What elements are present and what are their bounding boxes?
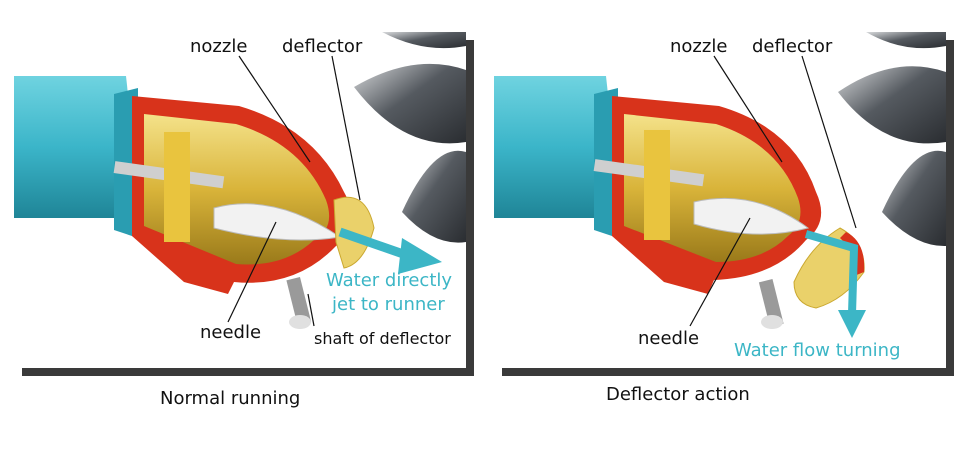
water-turn-arrow: [804, 230, 859, 315]
needle-guide: [644, 130, 670, 240]
label-deflector: deflector: [282, 36, 363, 57]
leader-shaft: [307, 293, 315, 327]
runner-bucket-3: [402, 150, 466, 243]
left-diagram: nozzle deflector needle shaft of deflect…: [14, 32, 466, 348]
runner-bucket-2: [354, 63, 466, 144]
caption-left: Normal running: [160, 388, 301, 409]
right-panel: nozzle deflector needle Water flow turni…: [494, 32, 946, 368]
water-jet-arrowhead: [398, 238, 442, 274]
leader-nozzle: [238, 55, 311, 163]
leader-needle: [689, 217, 751, 327]
runner-bucket-3: [882, 150, 946, 247]
water-jet-arrow: [338, 227, 411, 261]
label-needle: needle: [200, 322, 261, 343]
leader-deflector: [801, 55, 857, 229]
deflector-shaft: [758, 278, 784, 327]
leader-nozzle: [713, 55, 783, 163]
left-panel: nozzle deflector needle shaft of deflect…: [14, 32, 466, 368]
label-nozzle: nozzle: [190, 36, 247, 57]
deflector-shaft: [286, 277, 312, 326]
runner-bucket-1: [382, 32, 466, 49]
label-deflector: deflector: [752, 36, 833, 57]
needle-spear: [693, 197, 810, 235]
right-diagram: nozzle deflector needle Water flow turni…: [494, 32, 946, 361]
leader-deflector: [331, 55, 361, 201]
label-flow-line1: Water directly: [326, 270, 452, 291]
label-flow: Water flow turning: [734, 340, 901, 361]
leader-needle: [227, 221, 277, 323]
label-shaft: shaft of deflector: [314, 329, 451, 348]
penstock-pipe: [14, 76, 130, 218]
runner-bucket-1: [866, 32, 946, 49]
runner-bucket-2: [838, 66, 946, 144]
label-needle: needle: [638, 328, 699, 349]
label-flow-line2: jet to runner: [331, 294, 445, 315]
deflector-shaft-end: [761, 315, 783, 329]
label-nozzle: nozzle: [670, 36, 727, 57]
penstock-pipe: [494, 76, 610, 218]
water-turn-arrowhead: [838, 310, 866, 338]
needle-guide: [164, 132, 190, 242]
caption-right: Deflector action: [606, 384, 750, 405]
deflector-shaft-end: [289, 315, 311, 329]
